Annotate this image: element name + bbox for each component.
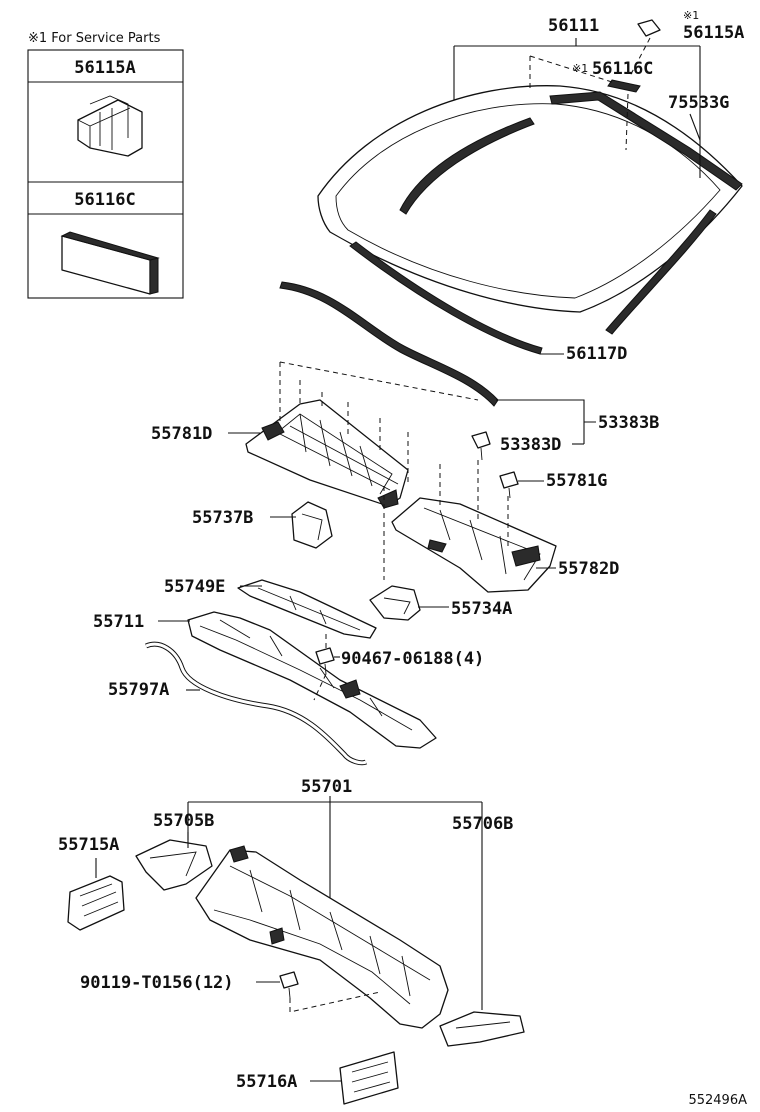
label-windshield: 56111 — [548, 16, 599, 36]
label-stopper: 56116C — [592, 59, 653, 79]
label-side-left: 55705B — [153, 811, 214, 831]
cowl-louver-left — [245, 399, 409, 509]
label-cowl-left: 55781D — [151, 424, 212, 444]
service-note: ※1 For Service Parts — [28, 31, 161, 46]
mark-stopper: ※1 — [572, 62, 588, 75]
label-plate: 55715A — [58, 835, 119, 855]
clip-drawing — [77, 95, 143, 157]
windshield-dam — [279, 281, 499, 407]
cowl-assy-part — [195, 845, 449, 1029]
cowl-louver-right — [391, 497, 557, 593]
louver-e-part — [237, 579, 377, 639]
stopper-drawing — [60, 231, 160, 295]
cowl-panel — [187, 611, 437, 749]
service-part-label-2: 56116C — [74, 190, 135, 210]
label-screw: 90119-T0156(12) — [80, 973, 234, 993]
plate-part — [67, 875, 125, 931]
hose-part — [145, 641, 368, 766]
bracket-b-part — [291, 501, 333, 549]
side-left-part — [135, 839, 213, 891]
label-bracket-b: 55737B — [192, 508, 253, 528]
label-dam: 56117D — [566, 344, 627, 364]
label-clip: 56115A — [683, 23, 744, 43]
mark-clip: ※1 — [683, 9, 699, 22]
service-parts-box: ※1 For Service Parts 56115A 56116C — [27, 31, 184, 299]
windshield-glass — [317, 85, 743, 355]
bracket-a-part — [369, 585, 421, 621]
label-cowl-right: 55782D — [558, 559, 619, 579]
label-cowl-assy: 55701 — [301, 777, 352, 797]
label-insulator: 55716A — [236, 1072, 297, 1092]
service-box-frame — [27, 49, 184, 299]
service-part-label-1: 56115A — [74, 58, 135, 78]
label-bracket-a: 55734A — [451, 599, 512, 619]
seal-clip-part — [471, 431, 491, 461]
figure-code: 552496A — [688, 1093, 747, 1108]
label-louver-e: 55749E — [164, 577, 225, 597]
side-right-part — [439, 1011, 525, 1047]
clip-g-part — [499, 471, 519, 499]
label-seal-set: 53383B — [598, 413, 659, 433]
label-side-right: 55706B — [452, 814, 513, 834]
label-bolt: 90467-06188(4) — [341, 649, 484, 669]
label-moulding: 75533G — [668, 93, 729, 113]
label-hose: 55797A — [108, 680, 169, 700]
label-panel: 55711 — [93, 612, 144, 632]
stopper-part — [607, 79, 641, 93]
clip-part — [637, 19, 661, 37]
label-clip-g: 55781G — [546, 471, 607, 491]
label-seal-clip: 53383D — [500, 435, 561, 455]
screw-part — [279, 971, 299, 999]
insulator-part — [339, 1051, 399, 1105]
bolt-part — [315, 647, 335, 675]
